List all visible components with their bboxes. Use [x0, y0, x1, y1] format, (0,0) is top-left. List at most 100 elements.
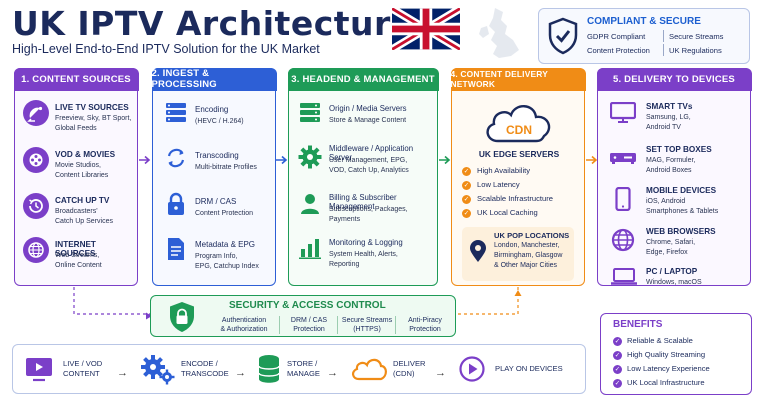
item-title: VOD & MOVIES — [55, 150, 116, 159]
item-subtitle: Android TV — [646, 124, 681, 131]
flow-arrow-icon: → — [435, 367, 446, 379]
benefit-item: ✓High Quality Streaming — [613, 350, 706, 360]
check-icon: ✓ — [462, 166, 471, 176]
item-title: Monitoring & Logging — [329, 238, 403, 247]
item-subtitle: Catch Up Services — [55, 218, 113, 225]
arrow-right-icon — [439, 155, 451, 165]
play-icon — [459, 356, 485, 382]
item-subtitle: Web Streams, — [55, 252, 100, 259]
column-header: 3. HEADEND & MANAGEMENT — [287, 67, 439, 91]
item-title: INTERNET SOURCES — [55, 240, 96, 258]
pop-line: London, Manchester, — [494, 242, 560, 249]
item-title: SET TOP BOXES — [646, 145, 712, 154]
item-subtitle: Broadcasters' — [55, 208, 98, 215]
database-icon — [258, 355, 280, 383]
item-title: Transcoding — [195, 151, 239, 160]
item-subtitle: iOS, Android — [646, 198, 686, 205]
item-title: WEB BROWSERS — [646, 227, 716, 236]
benefit-item: ✓UK Local Infrastructure — [613, 378, 705, 388]
item-subtitle: (HEVC / H.264) — [195, 118, 244, 125]
item-subtitle: Windows, macOS — [646, 279, 702, 286]
cloud-icon — [352, 358, 387, 381]
item-subtitle: EPG, Catchup Index — [195, 263, 259, 270]
refresh-icon — [167, 148, 185, 168]
column-header: 1. CONTENT SOURCES — [13, 67, 139, 91]
security-panel: SECURITY & ACCESS CONTROL Authentication… — [150, 295, 456, 337]
server-stack-icon — [300, 103, 320, 122]
item-subtitle: Store & Manage Content — [329, 117, 407, 124]
check-icon: ✓ — [613, 336, 622, 346]
benefit-item: ✓Low Latency Experience — [613, 364, 710, 374]
item-subtitle: Online Content — [55, 262, 102, 269]
flow-label: DELIVER(CDN) — [393, 359, 426, 378]
item-subtitle: Content Protection — [195, 210, 253, 217]
item-subtitle: Smartphones & Tablets — [646, 208, 719, 215]
item-subtitle: Program Info, — [195, 253, 238, 260]
item-subtitle: Reporting — [329, 261, 360, 268]
globe-icon — [23, 237, 49, 263]
pop-locations-box: UK POP LOCATIONS London, Manchester, Bir… — [462, 227, 574, 281]
security-title: SECURITY & ACCESS CONTROL — [229, 300, 386, 311]
flow-label: PLAY ON DEVICES — [495, 364, 563, 373]
shield-lock-icon — [170, 302, 194, 332]
item-title: PC / LAPTOP — [646, 267, 698, 276]
gear-icon — [298, 145, 322, 169]
item-title: Metadata & EPG — [195, 240, 256, 249]
gears-icon — [141, 355, 175, 385]
compliance-item: UK Regulations — [669, 46, 722, 55]
cdn-feature: ✓Scalable Infrastructure — [462, 194, 553, 204]
page-subtitle: High-Level End-to-End IPTV Solution for … — [12, 42, 320, 56]
compliance-title: COMPLIANT & SECURE — [587, 16, 701, 27]
item-title: Origin / Media Servers — [329, 104, 407, 113]
cdn-feature: ✓UK Local Caching — [462, 208, 538, 218]
item-title: Middleware / Application Server — [329, 144, 414, 162]
location-pin-icon — [470, 240, 486, 262]
column-header: 5. DELIVERY TO DEVICES — [596, 67, 752, 91]
flow-label: ENCODE /TRANSCODE — [181, 359, 229, 378]
item-subtitle: Subscriptions, Packages, — [329, 206, 408, 213]
cdn-cloud-icon — [486, 105, 551, 143]
item-title: SMART TVs — [646, 102, 693, 111]
item-subtitle: Freeview, Sky, BT Sport, — [55, 115, 132, 122]
flow-label: STORE /MANAGE — [287, 359, 320, 378]
item-subtitle: MAG, Formuler, — [646, 157, 696, 164]
bar-chart-icon — [299, 239, 321, 259]
item-title: LIVE TV SOURCES — [55, 103, 129, 112]
item-subtitle: Content Libraries — [55, 172, 109, 179]
video-screen-icon — [26, 358, 52, 382]
security-item: Secure Streams(HTTPS) — [341, 317, 393, 333]
headend-management-panel: 3. HEADEND & MANAGEMENT Origin / Media S… — [287, 67, 439, 286]
item-title: Encoding — [195, 105, 229, 114]
compliance-item: Secure Streams — [669, 32, 724, 41]
smartphone-icon — [615, 187, 631, 211]
pop-title: UK POP LOCATIONS — [494, 231, 570, 240]
pop-line: Birmingham, Glasgow — [494, 252, 563, 259]
set-top-box-icon — [610, 153, 636, 164]
compliance-panel: COMPLIANT & SECURE GDPR Compliant Secure… — [538, 8, 750, 64]
item-subtitle: Global Feeds — [55, 125, 97, 132]
film-reel-icon — [23, 147, 49, 173]
arrow-right-icon — [139, 155, 151, 165]
item-subtitle: Samsung, LG, — [646, 114, 691, 121]
compliance-item: GDPR Compliant — [587, 32, 646, 41]
check-icon: ✓ — [462, 180, 471, 190]
check-icon: ✓ — [613, 378, 622, 388]
edge-servers-title: UK EDGE SERVERS — [478, 149, 560, 159]
benefits-title: BENEFITS — [613, 319, 663, 330]
security-item: Authentication& Authorization — [220, 317, 268, 333]
item-title: MOBILE DEVICES — [646, 186, 717, 195]
item-title: DRM / CAS — [195, 197, 237, 206]
cdn-panel: 4. CONTENT DELIVERY NETWORK CDN UK EDGE … — [450, 67, 586, 286]
item-subtitle: System Health, Alerts, — [329, 251, 398, 258]
laptop-icon — [611, 268, 637, 285]
arrow-right-icon — [586, 155, 598, 165]
browser-globe-icon — [611, 228, 635, 252]
catch-up-clock-icon — [23, 193, 49, 219]
item-title: CATCH UP TV — [55, 196, 110, 205]
flow-arrow-icon: → — [327, 367, 338, 379]
benefit-item: ✓Reliable & Scalable — [613, 336, 693, 346]
